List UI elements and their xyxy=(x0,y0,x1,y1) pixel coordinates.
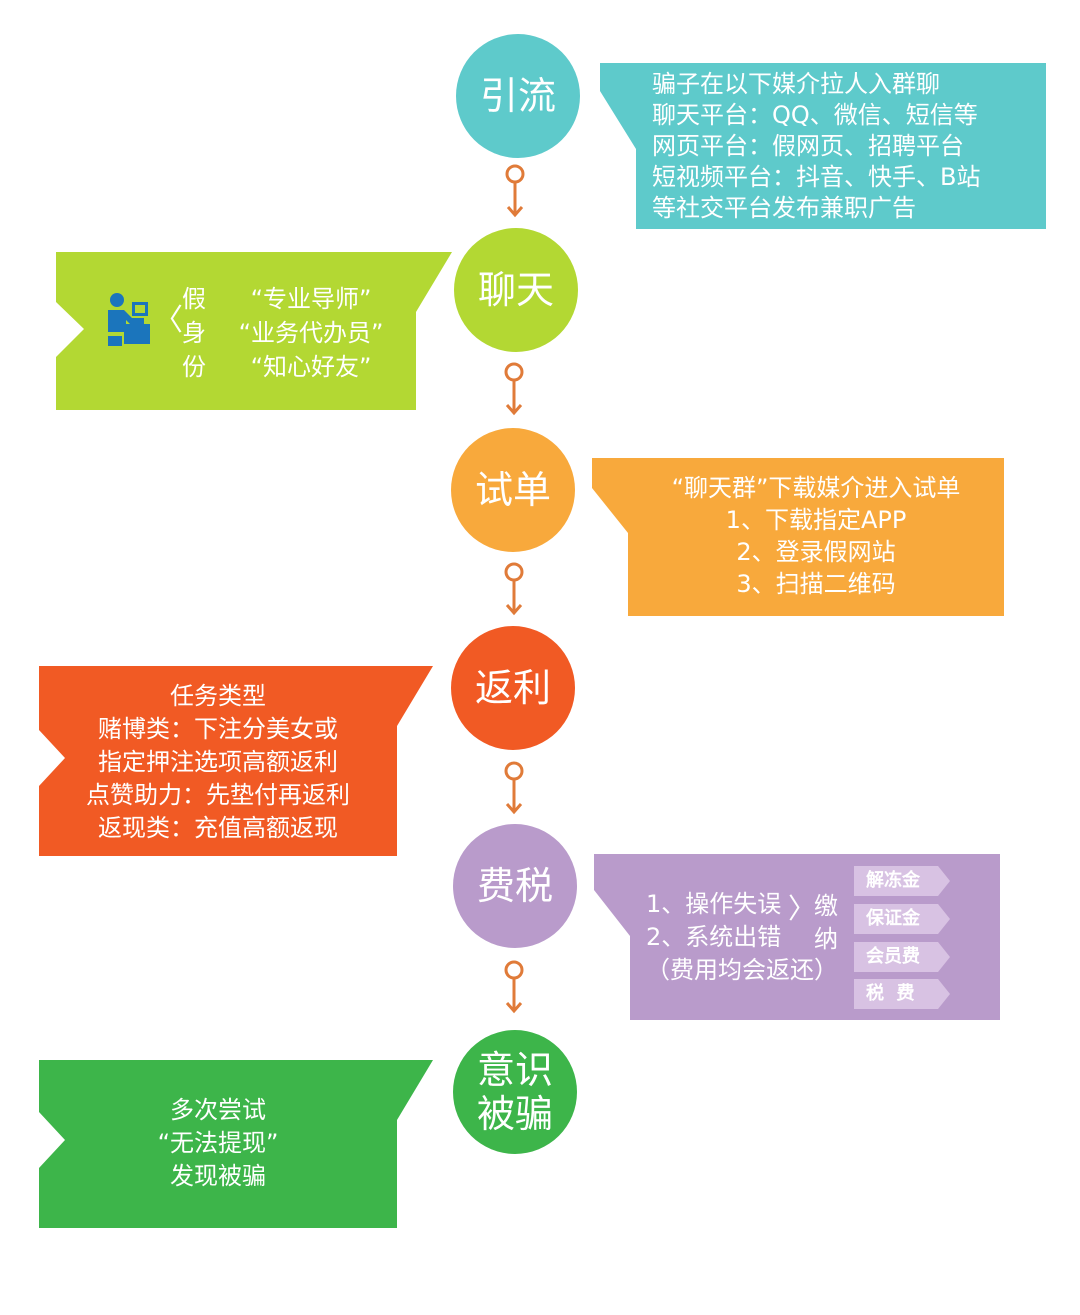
step-label: 引流 xyxy=(479,74,556,118)
fee-tag-membership: 会员费 xyxy=(854,942,950,972)
step-label: 试单 xyxy=(474,468,551,512)
reason-line: （费用均会返还） xyxy=(646,956,838,984)
step-label: 费税 xyxy=(476,864,553,908)
fee-tag-deposit: 保证金 xyxy=(854,904,950,934)
fake-identity-char: 份 xyxy=(182,353,206,381)
step-label: 意识 xyxy=(476,1048,553,1092)
info-box-liaotian: 〈 假 身 份 “专业导师” “业务代办员” “知心好友” xyxy=(56,252,452,410)
step-circle-liaotian: 聊天 xyxy=(454,228,578,352)
step-label: 返利 xyxy=(474,666,551,710)
info-line: 3、扫描二维码 xyxy=(736,570,896,598)
connector-arrow-3 xyxy=(504,562,524,616)
info-box-feishui: 1、操作失误 2、系统出错 （费用均会返还） 〉 缴 纳 解冻金 保证金 会员费… xyxy=(594,854,1000,1020)
step-circle-yinliu: 引流 xyxy=(456,34,580,158)
info-box-yinliu: 骗子在以下媒介拉人入群聊 聊天平台：QQ、微信、短信等 网页平台：假网页、招聘平… xyxy=(600,63,1046,229)
bracket-symbol: 〈 xyxy=(153,303,183,338)
info-line: 赌博类：下注分美女或 xyxy=(98,715,338,743)
reason-line: 1、操作失误 xyxy=(646,890,782,918)
info-line: “无法提现” xyxy=(157,1129,279,1157)
info-line: 短视频平台：抖音、快手、B站 xyxy=(652,163,981,191)
fake-role: “专业导师” xyxy=(250,285,372,313)
step-circle-fanli: 返利 xyxy=(451,626,575,750)
step-circle-shidan: 试单 xyxy=(451,428,575,552)
step-label: 被骗 xyxy=(476,1092,553,1136)
info-line: 网页平台：假网页、招聘平台 xyxy=(652,132,964,160)
info-box-shidan: “聊天群”下载媒介进入试单 1、下载指定APP 2、登录假网站 3、扫描二维码 xyxy=(592,458,1004,616)
fake-identity-char: 身 xyxy=(182,319,206,347)
pay-char: 缴 xyxy=(814,892,838,920)
connector-arrow-4 xyxy=(504,761,524,815)
fee-label: 会员费 xyxy=(866,946,920,967)
info-line: 点赞助力：先垫付再返利 xyxy=(86,781,350,809)
bracket-symbol: 〉 xyxy=(788,892,817,925)
pay-char: 纳 xyxy=(814,925,838,953)
connector-arrow-1 xyxy=(505,164,525,218)
fake-role: “业务代办员” xyxy=(238,319,384,347)
info-line: 指定押注选项高额返利 xyxy=(98,748,338,776)
connector-arrow-5 xyxy=(504,960,524,1014)
info-line: 1、下载指定APP xyxy=(725,506,907,534)
info-line: 多次尝试 xyxy=(170,1096,266,1124)
reason-line: 2、系统出错 xyxy=(646,923,782,951)
info-line: 骗子在以下媒介拉人入群聊 xyxy=(652,70,940,98)
step-circle-feishui: 费税 xyxy=(453,824,577,948)
info-line: 发现被骗 xyxy=(170,1162,266,1190)
info-line: “聊天群”下载媒介进入试单 xyxy=(671,474,961,502)
fee-label: 保证金 xyxy=(866,908,920,929)
info-line: 等社交平台发布兼职广告 xyxy=(652,194,916,222)
info-line: 聊天平台：QQ、微信、短信等 xyxy=(652,101,978,129)
step-label: 聊天 xyxy=(477,268,554,312)
fee-label: 税 费 xyxy=(866,983,915,1004)
info-line: 任务类型 xyxy=(170,682,266,710)
info-box-yishi: 多次尝试 “无法提现” 发现被骗 xyxy=(39,1060,433,1228)
connector-arrow-2 xyxy=(504,362,524,416)
step-circle-yishi: 意识 被骗 xyxy=(453,1030,577,1154)
person-at-computer-icon xyxy=(108,293,150,346)
fee-label: 解冻金 xyxy=(866,870,920,891)
fake-role: “知心好友” xyxy=(250,353,372,381)
info-box-fanli: 任务类型 赌博类：下注分美女或 指定押注选项高额返利 点赞助力：先垫付再返利 返… xyxy=(39,666,433,856)
fee-tag-unfreeze: 解冻金 xyxy=(854,866,950,896)
info-line: 2、登录假网站 xyxy=(736,538,896,566)
info-line: 返现类：充值高额返现 xyxy=(98,814,338,842)
fake-identity-char: 假 xyxy=(182,285,206,313)
fee-tag-tax: 税 费 xyxy=(854,979,950,1009)
